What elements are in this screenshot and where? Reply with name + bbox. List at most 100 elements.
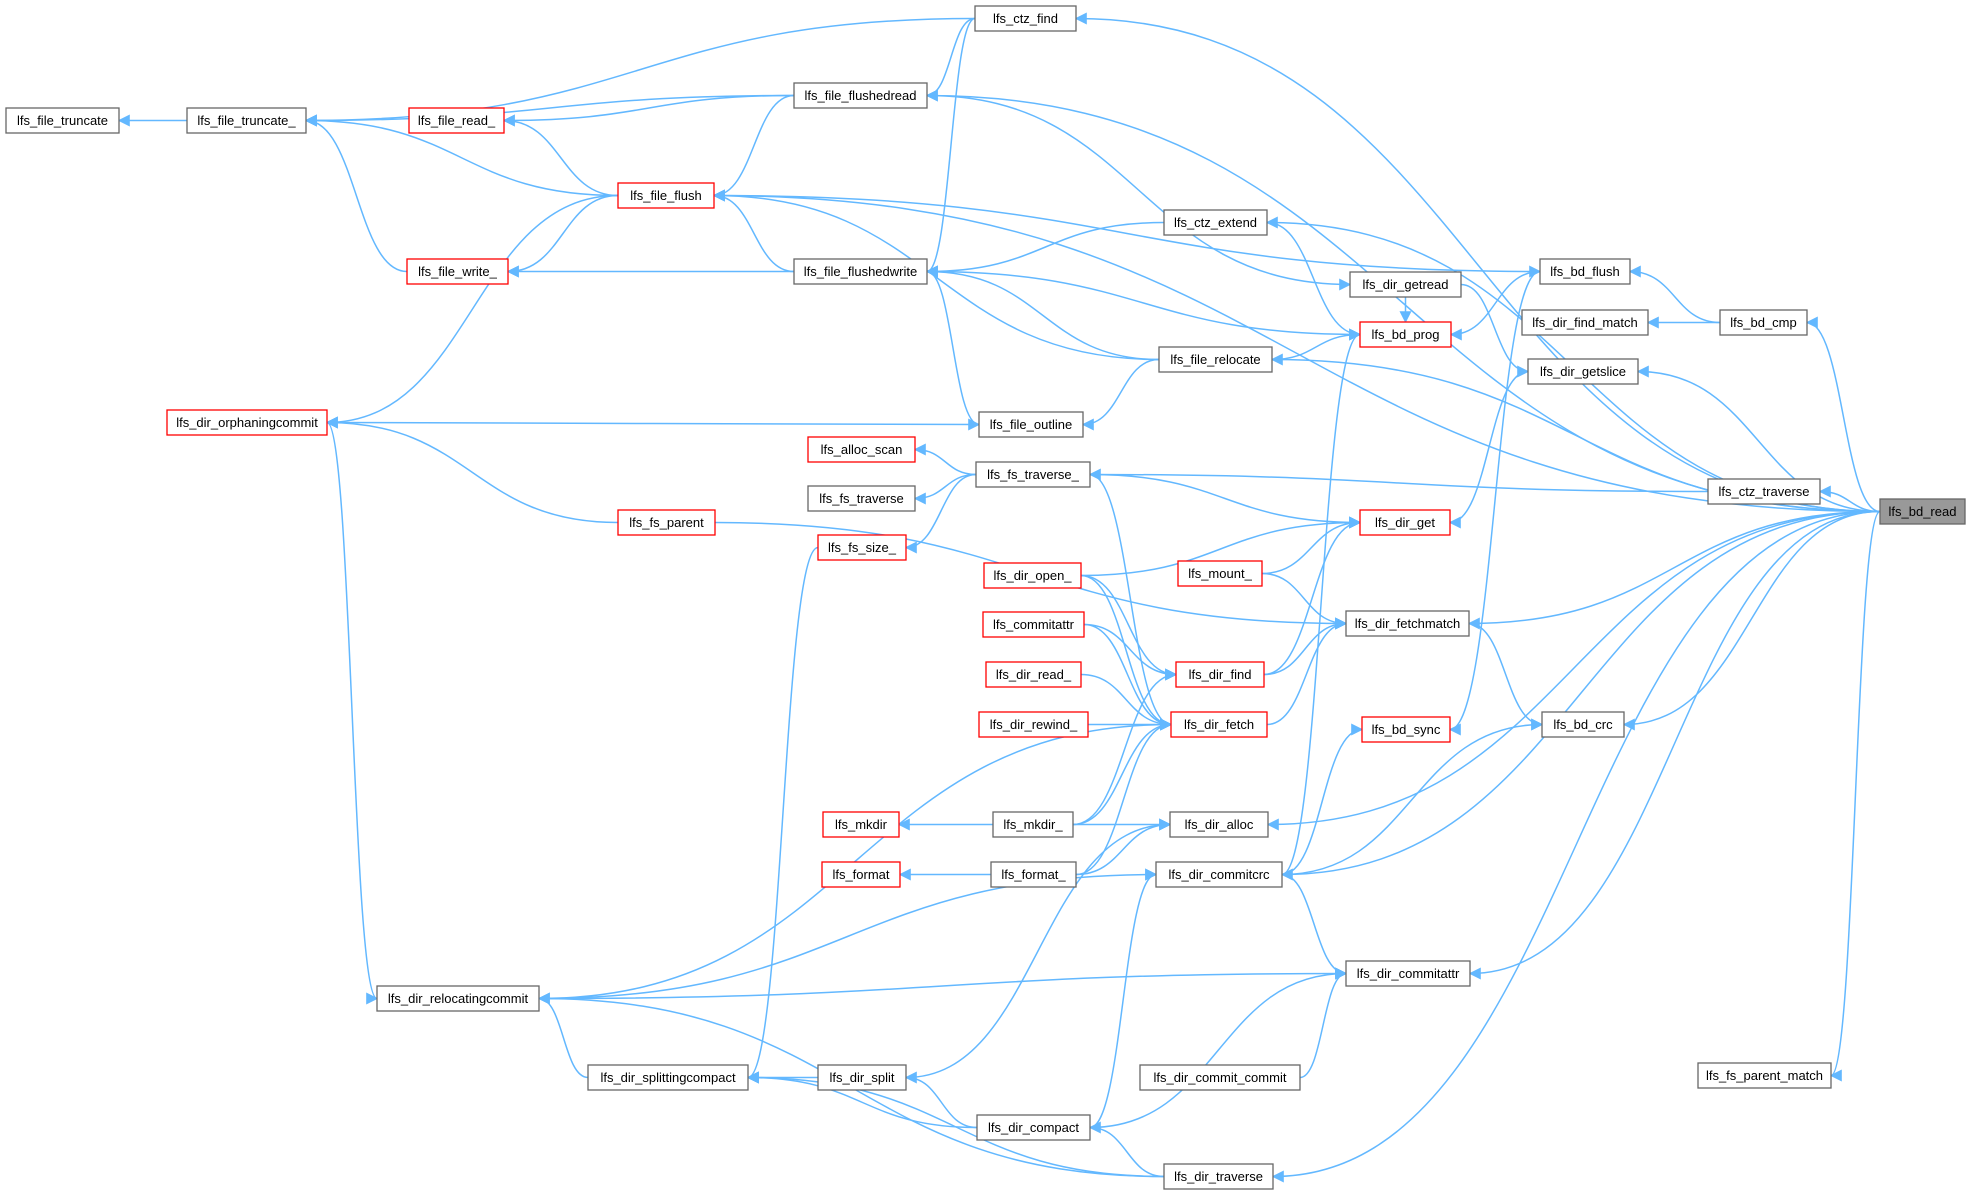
node-box	[982, 611, 1085, 638]
node-lfs-dir-find[interactable]: lfs_dir_find	[1175, 661, 1265, 688]
node-lfs-bd-read[interactable]: lfs_bd_read	[1879, 498, 1966, 525]
edge-line	[1075, 718, 1173, 876]
edge-lfs-dir-fetch-to-lfs-dir-open-u	[1080, 574, 1173, 731]
node-lfs-format[interactable]: lfs_format	[821, 861, 901, 888]
node-lfs-fs-parent[interactable]: lfs_fs_parent	[617, 509, 716, 536]
node-label: lfs_dir_compact	[988, 1120, 1079, 1135]
node-lfs-dir-fetch[interactable]: lfs_dir_fetch	[1170, 711, 1268, 738]
node-lfs-dir-relocatingcommit[interactable]: lfs_dir_relocatingcommit	[376, 985, 540, 1012]
node-box	[817, 534, 907, 561]
node-lfs-ctz-find[interactable]: lfs_ctz_find	[974, 5, 1077, 32]
node-lfs-ctz-extend[interactable]: lfs_ctz_extend	[1163, 209, 1268, 236]
node-lfs-bd-flush[interactable]: lfs_bd_flush	[1539, 258, 1631, 285]
node-lfs-file-flushedwrite[interactable]: lfs_file_flushedwrite	[793, 258, 928, 285]
node-lfs-fs-size-u[interactable]: lfs_fs_size_	[817, 534, 907, 561]
node-lfs-dir-commitattr[interactable]: lfs_dir_commitattr	[1345, 960, 1471, 987]
node-lfs-fs-traverse-u[interactable]: lfs_fs_traverse_	[975, 461, 1091, 488]
node-lfs-dir-compact[interactable]: lfs_dir_compact	[976, 1114, 1091, 1141]
node-label: lfs_dir_rewind_	[990, 717, 1078, 732]
edge-lfs-dir-alloc-to-lfs-dir-split	[905, 818, 1172, 1079]
edge-lfs-dir-get-to-lfs-dir-find	[1263, 516, 1362, 676]
edge-lfs-file-outline-to-lfs-file-relocate	[1081, 358, 1160, 431]
node-lfs-dir-alloc[interactable]: lfs_dir_alloc	[1169, 811, 1269, 838]
node-box	[5, 107, 120, 134]
node-lfs-bd-crc[interactable]: lfs_bd_crc	[1541, 711, 1625, 738]
edge-line	[1261, 516, 1362, 575]
node-box	[1345, 960, 1471, 987]
node-label: lfs_file_write_	[418, 264, 498, 279]
edge-lfs-alloc-scan-to-lfs-fs-traverse-u	[913, 443, 977, 476]
node-lfs-file-read-u[interactable]: lfs_file_read_	[408, 107, 505, 134]
node-label: lfs_bd_cmp	[1730, 315, 1796, 330]
node-lfs-dir-orphaningcommit[interactable]: lfs_dir_orphaningcommit	[166, 409, 328, 436]
node-label: lfs_fs_traverse	[819, 491, 904, 506]
node-lfs-dir-commit-commit[interactable]: lfs_dir_commit_commit	[1139, 1064, 1301, 1091]
node-label: lfs_file_flushedread	[804, 88, 916, 103]
edge-lfs-dir-relocatingcommit-to-lfs-dir-splittingcompact	[537, 992, 589, 1079]
edge-line	[713, 194, 1542, 278]
node-lfs-dir-open-u[interactable]: lfs_dir_open_	[983, 562, 1082, 589]
node-label: lfs_mkdir	[835, 817, 888, 832]
node-label: lfs_bd_read	[1889, 504, 1957, 519]
node-lfs-file-outline[interactable]: lfs_file_outline	[978, 411, 1084, 438]
node-lfs-bd-sync[interactable]: lfs_bd_sync	[1361, 716, 1451, 743]
edges	[117, 12, 1881, 1183]
node-lfs-file-truncate[interactable]: lfs_file_truncate	[5, 107, 120, 134]
node-lfs-file-flush[interactable]: lfs_file_flush	[617, 182, 715, 209]
edge-line	[925, 265, 1160, 361]
node-lfs-commitattr[interactable]: lfs_commitattr	[982, 611, 1085, 638]
edge-line	[325, 416, 619, 524]
node-lfs-mkdir[interactable]: lfs_mkdir	[822, 811, 900, 838]
edge-lfs-dir-splittingcompact-to-lfs-dir-compact	[746, 1071, 978, 1129]
node-lfs-format-u[interactable]: lfs_format_	[990, 861, 1077, 888]
edge-lfs-dir-splittingcompact-to-lfs-fs-size-u	[746, 546, 819, 1084]
node-label: lfs_dir_alloc	[1185, 817, 1254, 832]
node-lfs-bd-cmp[interactable]: lfs_bd_cmp	[1719, 309, 1808, 336]
node-lfs-file-flushedread[interactable]: lfs_file_flushedread	[793, 82, 928, 109]
node-label: lfs_file_truncate	[17, 113, 108, 128]
node-lfs-dir-rewind-u[interactable]: lfs_dir_rewind_	[978, 711, 1089, 738]
node-lfs-alloc-scan[interactable]: lfs_alloc_scan	[807, 436, 916, 463]
node-lfs-dir-getread[interactable]: lfs_dir_getread	[1349, 271, 1462, 298]
node-lfs-dir-fetchmatch[interactable]: lfs_dir_fetchmatch	[1345, 610, 1470, 637]
node-box	[1361, 716, 1451, 743]
node-lfs-dir-traverse[interactable]: lfs_dir_traverse	[1163, 1163, 1274, 1190]
node-box	[1539, 258, 1631, 285]
edge-lfs-dir-fetch-to-lfs-commitattr	[1083, 623, 1173, 731]
node-lfs-mount-u[interactable]: lfs_mount_	[1177, 560, 1263, 587]
edge-line	[712, 189, 1160, 361]
node-lfs-ctz-traverse[interactable]: lfs_ctz_traverse	[1707, 478, 1821, 505]
edge-lfs-dir-fetch-to-lfs-dir-read-u	[1080, 673, 1173, 731]
edge-line	[1083, 623, 1178, 681]
edge-lfs-bd-cmp-to-lfs-bd-read	[1805, 316, 1881, 513]
node-label: lfs_dir_fetchmatch	[1355, 616, 1461, 631]
node-lfs-mkdir-u[interactable]: lfs_mkdir_	[992, 811, 1074, 838]
node-label: lfs_dir_splittingcompact	[600, 1070, 736, 1085]
edge-line	[1089, 967, 1348, 1129]
node-label: lfs_dir_commitcrc	[1168, 867, 1270, 882]
edge-line	[925, 221, 1165, 278]
edge-line	[1072, 668, 1178, 826]
edge-lfs-bd-prog-to-lfs-ctz-extend	[1266, 221, 1362, 341]
node-lfs-dir-commitcrc[interactable]: lfs_dir_commitcrc	[1155, 861, 1283, 888]
node-label: lfs_dir_find	[1189, 667, 1252, 682]
edge-line	[325, 194, 619, 429]
node-lfs-file-truncate-u[interactable]: lfs_file_truncate_	[186, 107, 307, 134]
node-lfs-dir-get[interactable]: lfs_dir_get	[1359, 509, 1451, 536]
node-lfs-fs-traverse[interactable]: lfs_fs_traverse	[807, 485, 916, 512]
node-lfs-dir-split[interactable]: lfs_dir_split	[817, 1064, 907, 1091]
node-label: lfs_file_outline	[990, 417, 1072, 432]
node-lfs-dir-find-match[interactable]: lfs_dir_find_match	[1521, 309, 1649, 336]
node-lfs-dir-getslice[interactable]: lfs_dir_getslice	[1527, 358, 1639, 385]
node-box	[1359, 321, 1452, 348]
node-lfs-fs-parent-match[interactable]: lfs_fs_parent_match	[1697, 1062, 1832, 1089]
node-lfs-bd-prog[interactable]: lfs_bd_prog	[1359, 321, 1452, 348]
node-lfs-dir-read-u[interactable]: lfs_dir_read_	[985, 661, 1082, 688]
node-lfs-file-relocate[interactable]: lfs_file_relocate	[1158, 346, 1273, 373]
node-lfs-dir-splittingcompact[interactable]: lfs_dir_splittingcompact	[587, 1064, 749, 1091]
edge-line	[1829, 510, 1881, 1082]
node-box	[978, 411, 1084, 438]
node-lfs-file-write-u[interactable]: lfs_file_write_	[406, 258, 509, 285]
node-box	[821, 861, 901, 888]
